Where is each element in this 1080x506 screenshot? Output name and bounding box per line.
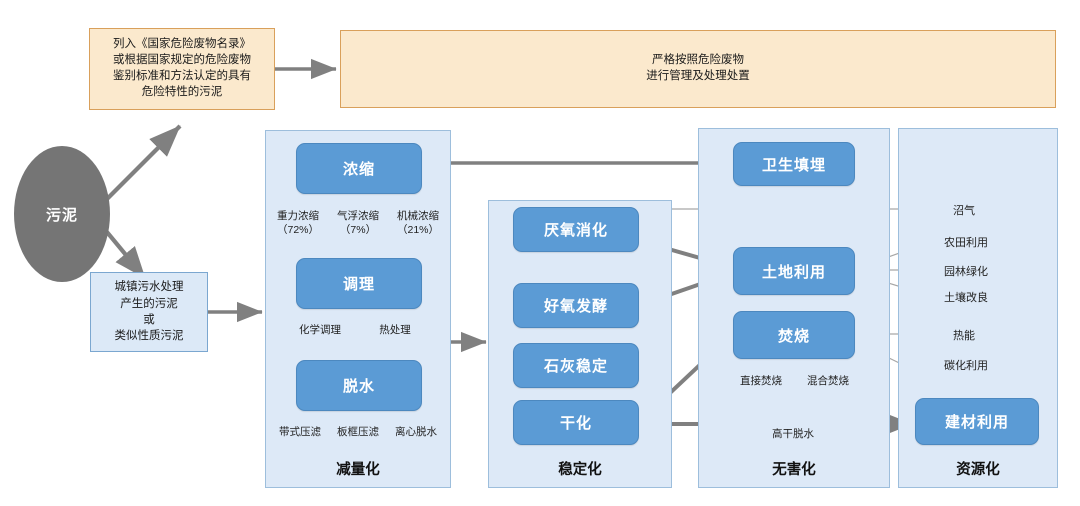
process-lime-stabilization[interactable]: 石灰稳定	[513, 343, 639, 388]
process-anaerobic-digestion-label: 厌氧消化	[543, 222, 608, 239]
caption-heat-treatment: 热处理	[365, 324, 425, 338]
process-drying-label: 干化	[559, 415, 592, 432]
caption-chemical-conditioning: 化学调理	[287, 324, 353, 338]
caption-flotation-thickening-label: 气浮浓缩	[337, 210, 379, 222]
hazard-line-1: 列入《国家危险废物名录》	[113, 38, 251, 51]
process-building-material-use-label: 建材利用	[944, 414, 1009, 431]
caption-direct-incineration: 直接焚烧	[726, 375, 796, 389]
municipal-line-3: 或	[143, 314, 155, 326]
caption-gravity-thickening-label: 重力浓缩	[277, 210, 319, 222]
caption-mechanical-thickening-label: 机械浓缩	[397, 210, 439, 222]
caption-flotation-thickening: 气浮浓缩 （7%）	[325, 210, 391, 237]
stage-title-resource: 资源化	[956, 462, 1000, 478]
caption-mechanical-thickening-value: （21%）	[396, 223, 439, 236]
caption-belt-press: 带式压滤	[267, 426, 333, 440]
source-label: 污泥	[45, 206, 78, 224]
process-anaerobic-digestion[interactable]: 厌氧消化	[513, 207, 639, 252]
output-carbonization-use: 碳化利用	[944, 360, 988, 372]
process-building-material-use[interactable]: 建材利用	[915, 398, 1039, 445]
caption-belt-press-label: 带式压滤	[279, 426, 321, 438]
caption-co-incineration-label: 混合焚烧	[807, 375, 849, 387]
edge-label-high-dry-dewatering: 高干脱水	[733, 428, 853, 442]
caption-mechanical-thickening: 机械浓缩 （21%）	[385, 210, 451, 237]
caption-direct-incineration-label: 直接焚烧	[740, 375, 782, 387]
caption-chemical-conditioning-label: 化学调理	[299, 324, 341, 336]
process-thickening[interactable]: 浓缩	[296, 143, 422, 194]
stage-title-harmless: 无害化	[772, 462, 816, 478]
hazard-line-4: 危险特性的污泥	[141, 85, 223, 98]
process-sanitary-landfill-label: 卫生填埋	[761, 156, 826, 174]
process-aerobic-fermentation-label: 好氧发酵	[543, 298, 608, 315]
process-lime-stabilization-label: 石灰稳定	[543, 358, 608, 375]
caption-gravity-thickening-value: （72%）	[276, 223, 319, 236]
output-soil-improvement: 土壤改良	[944, 292, 988, 304]
hazard-treatment-line-2: 进行管理及处理处置	[646, 70, 750, 82]
process-conditioning-label: 调理	[342, 276, 375, 293]
process-incineration[interactable]: 焚烧	[733, 311, 855, 359]
municipal-line-1: 城镇污水处理	[114, 281, 184, 294]
caption-heat-treatment-label: 热处理	[379, 324, 411, 336]
output-landscaping: 园林绿化	[944, 266, 988, 278]
caption-plate-frame-press: 板框压滤	[325, 426, 391, 440]
process-incineration-label: 焚烧	[777, 327, 810, 345]
process-thickening-label: 浓缩	[342, 161, 375, 178]
hazard-treatment-box: 严格按照危险废物 进行管理及处理处置	[340, 30, 1056, 108]
output-biogas: 沼气	[953, 205, 975, 217]
stage-title-reduction: 减量化	[336, 462, 380, 478]
municipal-line-4: 类似性质污泥	[114, 330, 184, 343]
process-drying[interactable]: 干化	[513, 400, 639, 445]
source-ellipse: 污泥	[14, 146, 110, 282]
stage-title-stabilization: 稳定化	[558, 462, 602, 478]
process-land-application-label: 土地利用	[761, 263, 826, 281]
caption-gravity-thickening: 重力浓缩 （72%）	[265, 210, 331, 237]
output-thermal-energy: 热能	[953, 330, 975, 342]
output-farmland-use: 农田利用	[944, 237, 988, 249]
caption-flotation-thickening-value: （7%）	[339, 223, 377, 236]
caption-centrifugal-dewatering: 离心脱水	[383, 426, 449, 440]
hazard-treatment-line-1: 严格按照危险废物	[652, 54, 744, 67]
process-dewatering-label: 脱水	[342, 378, 375, 395]
process-sanitary-landfill[interactable]: 卫生填埋	[733, 142, 855, 186]
process-dewatering[interactable]: 脱水	[296, 360, 422, 411]
process-aerobic-fermentation[interactable]: 好氧发酵	[513, 283, 639, 328]
municipal-sludge-box: 城镇污水处理 产生的污泥 或 类似性质污泥	[90, 272, 208, 352]
hazard-line-2: 或根据国家规定的危险废物	[113, 54, 251, 67]
caption-plate-frame-press-label: 板框压滤	[337, 426, 379, 438]
edge-label-high-dry-dewatering-text: 高干脱水	[772, 428, 814, 440]
stage-panel-harmless	[698, 128, 890, 488]
caption-centrifugal-dewatering-label: 离心脱水	[395, 426, 437, 438]
process-land-application[interactable]: 土地利用	[733, 247, 855, 295]
hazard-line-3: 鉴别标准和方法认定的具有	[113, 70, 251, 82]
caption-co-incineration: 混合焚烧	[793, 375, 863, 389]
municipal-line-2: 产生的污泥	[120, 297, 178, 310]
process-conditioning[interactable]: 调理	[296, 258, 422, 309]
hazard-classification-box: 列入《国家危险废物名录》 或根据国家规定的危险废物 鉴别标准和方法认定的具有 危…	[89, 28, 275, 110]
